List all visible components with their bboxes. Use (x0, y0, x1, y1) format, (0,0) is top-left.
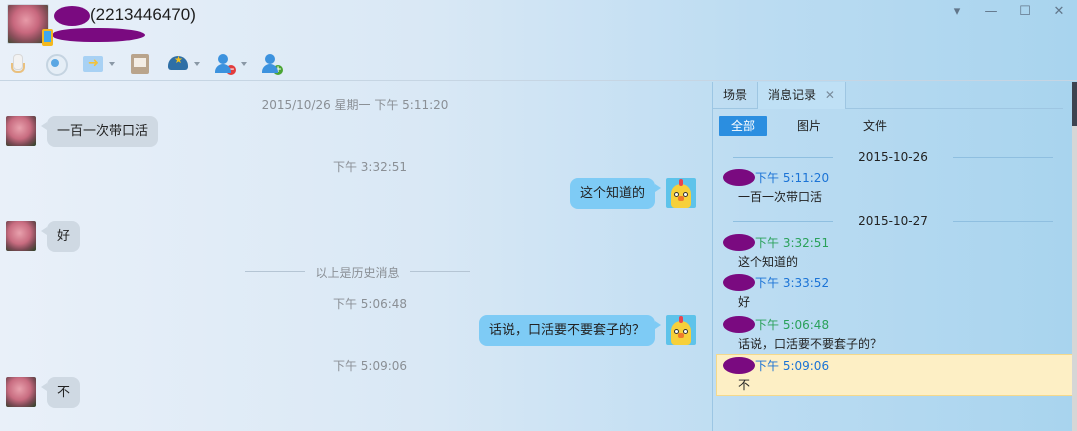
history-filters: 全部 图片 文件 (719, 116, 899, 136)
history-record[interactable]: 下午 5:06:48 话说，口活要不要套子的？ (717, 316, 1062, 354)
message-row: 不 (6, 377, 81, 408)
send-file-button[interactable] (82, 53, 115, 75)
mail-tablet-icon (129, 53, 151, 75)
record-time: 下午 5:11:20 (755, 171, 830, 185)
redacted-signature (53, 28, 145, 42)
tab-label: 场景 (723, 88, 748, 102)
self-avatar[interactable] (666, 315, 696, 345)
tab-message-history[interactable]: 消息记录 ✕ (758, 82, 846, 109)
redacted-sender (723, 169, 755, 186)
contact-name[interactable]: (2213446470) (90, 5, 196, 24)
chick-beak (678, 333, 684, 338)
maximize-icon[interactable]: ☐ (1019, 4, 1031, 19)
message-timestamp: 下午 5:09:06 (332, 359, 408, 373)
record-text: 好 (738, 295, 751, 309)
redacted-name (54, 6, 90, 26)
history-divider-label: 以上是历史消息 (315, 266, 400, 280)
close-icon[interactable]: ✕ (824, 88, 835, 102)
chick-eye (674, 329, 679, 334)
side-panel: 场景 消息记录 ✕ 全部 图片 文件 2015-10-26 下午 5:11:20… (712, 82, 1077, 431)
side-scrollbar[interactable] (1072, 82, 1077, 431)
add-contact-button[interactable]: + (261, 53, 283, 75)
redacted-sender (723, 316, 755, 333)
plus-badge-icon: + (273, 65, 283, 75)
minimize-icon[interactable]: — (984, 4, 998, 19)
message-row: 一百一次带口活 (6, 116, 159, 147)
date-separator: 2015-10-26 (733, 150, 1053, 164)
history-record-selected[interactable]: 下午 5:09:06 不 (716, 354, 1076, 396)
record-text: 这个知道的 (738, 255, 799, 269)
message-bubble[interactable]: 话说，口活要不要套子的？ (478, 315, 662, 346)
menu-dropdown-icon[interactable]: ▾ (953, 4, 961, 19)
user-minus-icon: − (214, 53, 236, 75)
chick-comb (679, 179, 683, 186)
chat-toolbar: − + (0, 48, 1077, 81)
history-divider: 以上是历史消息 (245, 264, 470, 280)
message-bubble[interactable]: 不 (40, 377, 81, 408)
history-record[interactable]: 下午 3:32:51 这个知道的 (717, 234, 1062, 272)
message-row: 好 (6, 221, 81, 252)
date-separator: 2015-10-27 (733, 214, 1053, 228)
police-cap-icon (167, 53, 189, 75)
chick-eye (674, 192, 679, 197)
record-time: 下午 5:06:48 (755, 318, 830, 332)
chick-eye (683, 329, 688, 334)
message-bubble[interactable]: 好 (40, 221, 81, 252)
redacted-sender (723, 234, 755, 251)
chevron-down-icon[interactable] (109, 62, 115, 66)
message-bubble[interactable]: 这个知道的 (569, 178, 662, 209)
message-timestamp: 2015/10/26 星期一 下午 5:11:20 (261, 98, 449, 112)
record-text: 一百一次带口活 (738, 190, 823, 204)
side-tab-bar: 场景 消息记录 ✕ (713, 82, 1063, 109)
message-timestamp: 下午 5:06:48 (332, 297, 408, 311)
history-record[interactable]: 下午 3:33:52 好 (717, 274, 1062, 312)
user-plus-icon: + (261, 53, 283, 75)
chick-eye (683, 192, 688, 197)
record-text: 不 (738, 378, 751, 392)
message-timestamp: 下午 3:32:51 (332, 160, 408, 174)
chick-beak (678, 196, 684, 201)
record-text: 话说，口活要不要套子的？ (738, 337, 883, 351)
webcam-icon (44, 53, 68, 76)
chat-messages-area[interactable]: 2015/10/26 星期一 下午 5:11:20 一百一次带口活 下午 3:3… (0, 82, 710, 431)
scrollbar-thumb[interactable] (1072, 82, 1077, 126)
voice-call-button[interactable] (6, 53, 28, 75)
record-time: 下午 3:33:52 (755, 276, 830, 290)
message-row: 这个知道的 (569, 178, 696, 209)
close-icon[interactable]: ✕ (1053, 4, 1065, 19)
peer-avatar[interactable] (6, 377, 36, 407)
self-avatar[interactable] (666, 178, 696, 208)
peer-avatar[interactable] (6, 221, 36, 251)
video-call-button[interactable] (44, 53, 68, 76)
history-record[interactable]: 下午 5:11:20 一百一次带口活 (717, 169, 1062, 207)
tab-scene[interactable]: 场景 (713, 82, 759, 109)
folder-arrow-icon (82, 53, 104, 75)
filter-images[interactable]: 图片 (797, 119, 822, 133)
police-report-button[interactable] (167, 53, 200, 75)
microphone-icon (6, 53, 28, 75)
tab-label: 消息记录 (768, 88, 817, 102)
redacted-sender (723, 274, 755, 291)
send-mail-button[interactable] (129, 53, 151, 75)
minus-badge-icon: − (226, 65, 236, 75)
redacted-sender (723, 357, 755, 374)
message-bubble[interactable]: 一百一次带口活 (40, 116, 159, 147)
record-time: 下午 3:32:51 (755, 236, 830, 250)
mobile-online-icon (42, 29, 53, 46)
message-row: 话说，口活要不要套子的？ (478, 315, 696, 346)
filter-files[interactable]: 文件 (863, 119, 888, 133)
chick-comb (679, 316, 683, 323)
chevron-down-icon[interactable] (194, 62, 200, 66)
contact-avatar[interactable] (7, 4, 53, 46)
chevron-down-icon[interactable] (241, 62, 247, 66)
record-time: 下午 5:09:06 (755, 359, 830, 373)
remove-contact-button[interactable]: − (214, 53, 247, 75)
title-bar: (2213446470) ▾ — ☐ ✕ (0, 0, 1077, 48)
filter-all[interactable]: 全部 (719, 116, 768, 136)
peer-avatar[interactable] (6, 116, 36, 146)
window-controls: ▾ — ☐ ✕ (949, 4, 1067, 20)
